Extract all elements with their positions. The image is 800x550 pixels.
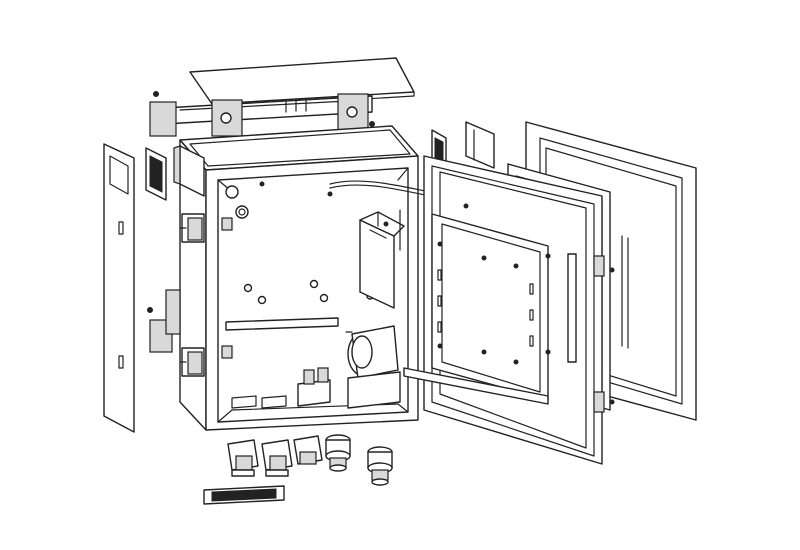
cable-entry-plug-3 [293,435,323,465]
door-stay-arm [403,367,549,405]
cable-entry-plug-1 [227,439,259,477]
cable-entry-plug-2 [261,439,293,477]
fan-housing [173,145,205,197]
cable-gland-large [325,434,351,472]
din-rail [225,317,339,331]
louver-vent-left [145,147,167,201]
cable-gland-small [367,446,393,486]
terminal-block [359,211,405,309]
side-panel-left [103,143,135,433]
latch-lower [179,347,205,377]
cooling-fan [345,325,399,379]
bottom-terminals [297,367,401,409]
filter-plate [203,485,285,505]
latch-upper [179,213,205,243]
mounting-bracket-top [149,91,375,137]
side-panel-right [465,121,495,169]
